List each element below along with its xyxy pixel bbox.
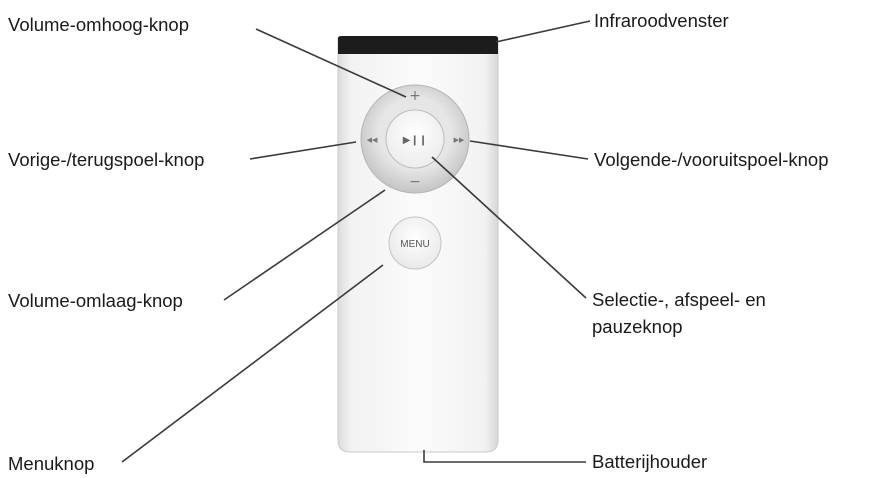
- callout-infrared: [495, 20, 591, 43]
- menu-button-label: MENU: [400, 239, 429, 250]
- plus-icon: +: [409, 88, 421, 104]
- infrared-window: [338, 36, 498, 54]
- label-next-fastforward: Volgende-/vooruitspoel-knop: [594, 149, 829, 170]
- label-volume-up: Volume-omhoog-knop: [8, 14, 189, 35]
- callout-volume-up: [255, 28, 407, 98]
- minus-icon: −: [409, 174, 421, 190]
- label-select-play-pause: Selectie-, afspeel- en pauzeknop: [592, 286, 766, 340]
- callout-previous: [249, 141, 357, 160]
- callout-volume-down: [223, 189, 386, 301]
- callout-battery: [423, 450, 586, 463]
- callout-next: [469, 140, 589, 160]
- callout-menu: [121, 264, 384, 463]
- callout-select: [431, 156, 587, 299]
- play-pause-icon: ▶❙❙: [403, 135, 427, 146]
- label-previous-rewind: Vorige-/terugspoel-knop: [8, 149, 205, 170]
- next-icon: ▶▶: [454, 136, 465, 144]
- label-battery-holder: Batterijhouder: [592, 451, 708, 472]
- menu-button: [388, 216, 442, 270]
- label-menu-button: Menuknop: [8, 453, 95, 474]
- label-volume-down: Volume-omlaag-knop: [8, 290, 183, 311]
- label-infrared-window: Infraroodvenster: [594, 10, 729, 31]
- label-select-play-pause-line1: Selectie-, afspeel- en: [592, 289, 766, 310]
- previous-icon: ◀◀: [367, 136, 378, 144]
- label-select-play-pause-line2: pauzeknop: [592, 316, 683, 337]
- select-play-pause-button: [385, 109, 445, 169]
